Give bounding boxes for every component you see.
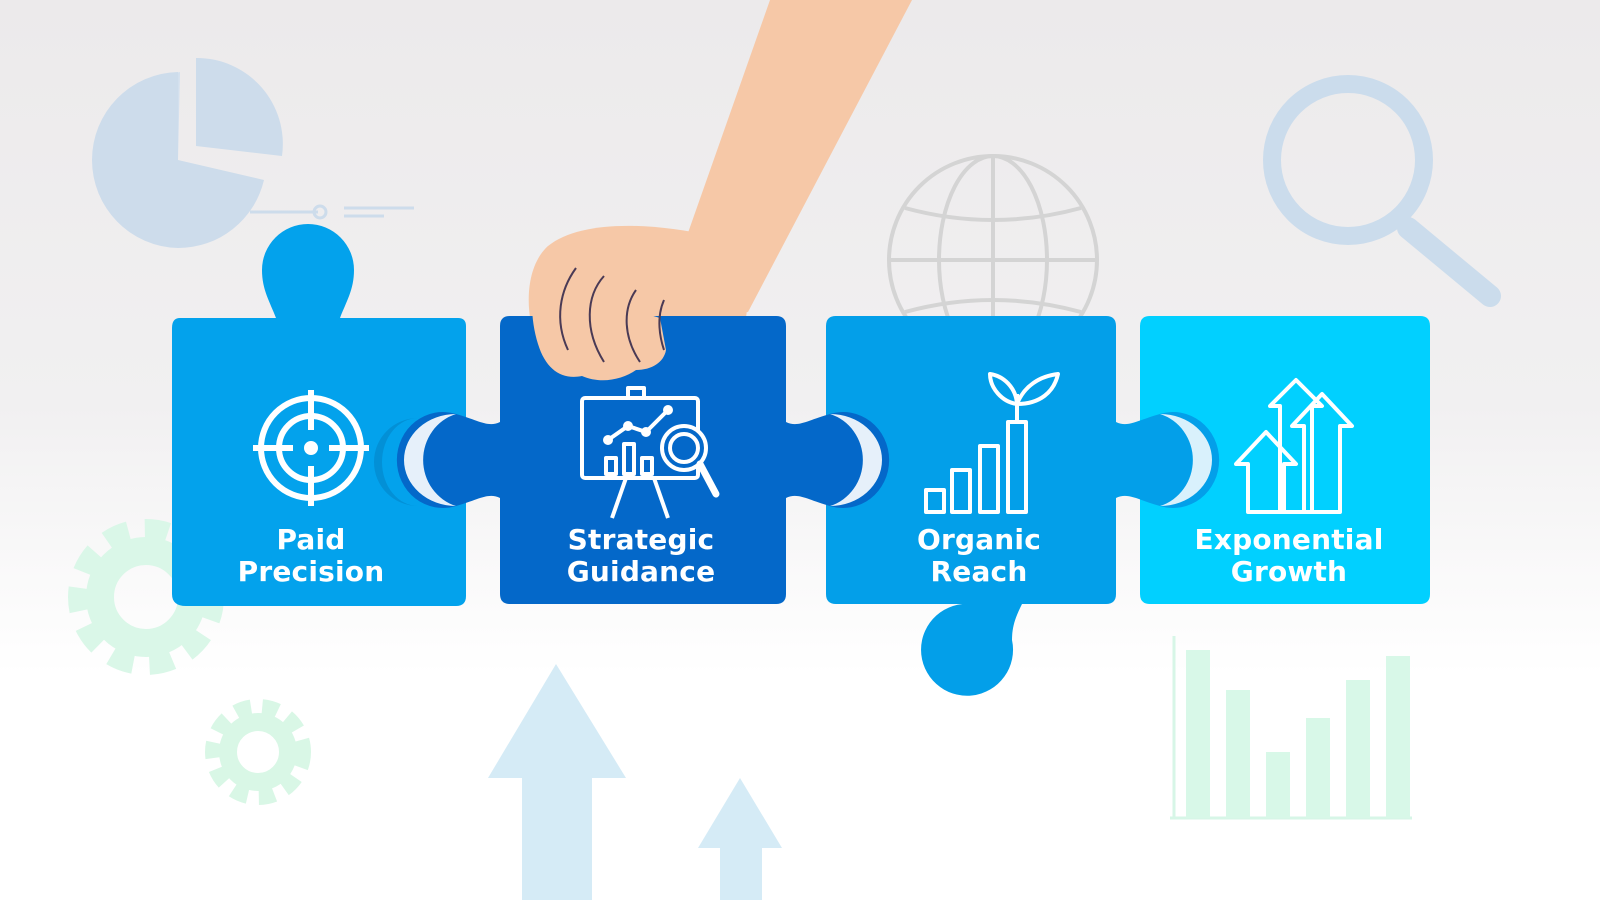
bg-arrow-small-icon: [698, 778, 782, 900]
label-organic-line1: Organic: [916, 523, 1042, 556]
label-paid-precision: Paid Precision: [170, 524, 452, 588]
bg-pie-chart-icon: [92, 57, 414, 249]
label-paid-line2: Precision: [237, 555, 385, 588]
label-organic-reach: Organic Reach: [838, 524, 1120, 588]
label-paid-line1: Paid: [276, 523, 346, 556]
bg-bar-chart-icon: [1170, 636, 1412, 820]
label-strategic-line2: Guidance: [566, 555, 716, 588]
bg-gear-small-icon: [205, 699, 311, 805]
puzzle-piece-growth: [1140, 316, 1430, 604]
label-strategic-line1: Strategic: [567, 523, 715, 556]
puzzle-piece-organic: [826, 316, 1220, 696]
target-crosshair-icon: [253, 390, 369, 506]
label-organic-line2: Reach: [930, 555, 1028, 588]
bg-arrow-large-icon: [488, 664, 626, 900]
sprout-bar-chart-icon: [924, 372, 1060, 514]
label-exponential-growth: Exponential Growth: [1148, 524, 1430, 588]
bg-magnifier-icon: [1263, 75, 1501, 307]
upward-arrows-icon: [1234, 378, 1354, 514]
label-growth-line2: Growth: [1230, 555, 1348, 588]
label-growth-line1: Exponential: [1194, 523, 1384, 556]
hand-fingers-icon: [532, 246, 666, 381]
label-strategic-guidance: Strategic Guidance: [500, 524, 782, 588]
presentation-analytics-icon: [580, 386, 720, 519]
